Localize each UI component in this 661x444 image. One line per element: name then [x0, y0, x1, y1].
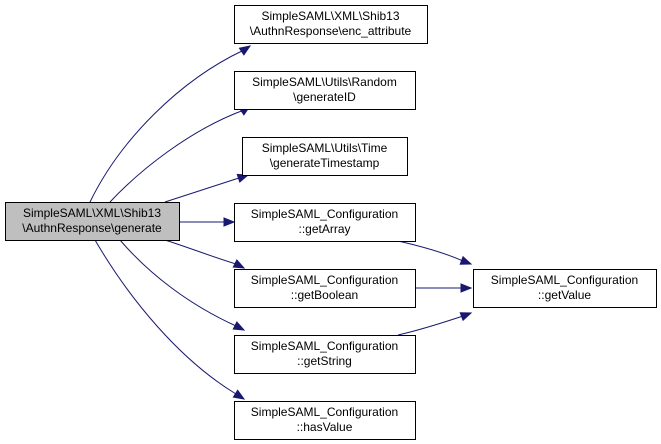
node-box-generate — [5, 202, 180, 241]
edge-generate-to-enc_attribute — [89, 49, 245, 203]
node-generate[interactable]: SimpleSAML\XML\Shib13\AuthnResponse\gene… — [5, 202, 180, 241]
arrowhead-generate-to-hasValue — [232, 389, 246, 400]
edge-generate-to-generateID — [109, 109, 245, 203]
node-generateTimestamp[interactable]: SimpleSAML\Utils\Time\generateTimestamp — [242, 137, 408, 176]
node-label-enc_attribute-line-2: \AuthnResponse\enc_attribute — [250, 24, 412, 38]
edges-layer — [89, 45, 473, 400]
node-label-getValue-line-2: ::getValue — [538, 288, 591, 302]
edge-getArray-to-getValue — [397, 240, 464, 262]
node-getBoolean[interactable]: SimpleSAML_Configuration::getBoolean — [234, 269, 416, 308]
node-box-generateID — [234, 71, 416, 110]
node-label-generateTimestamp-line-2: \generateTimestamp — [270, 156, 380, 170]
node-label-getArray-line-2: ::getArray — [298, 222, 350, 236]
node-getString[interactable]: SimpleSAML_Configuration::getString — [234, 335, 416, 374]
node-label-getValue-line-1: SimpleSAML_Configuration — [491, 273, 638, 287]
arrowhead-getArray-to-getValue — [459, 255, 473, 265]
arrowhead-getString-to-getValue — [459, 312, 473, 322]
node-hasValue[interactable]: SimpleSAML_Configuration::hasValue — [234, 401, 416, 440]
node-getValue[interactable]: SimpleSAML_Configuration::getValue — [473, 269, 657, 308]
node-label-generateID-line-2: \generateID — [293, 90, 356, 104]
node-label-getBoolean-line-1: SimpleSAML_Configuration — [251, 273, 398, 287]
arrowhead-generate-to-getArray — [223, 217, 236, 227]
node-generateID[interactable]: SimpleSAML\Utils\Random\generateID — [234, 71, 416, 110]
node-box-enc_attribute — [234, 5, 428, 44]
node-getArray[interactable]: SimpleSAML_Configuration::getArray — [234, 203, 416, 242]
edge-generate-to-getString — [119, 239, 237, 327]
node-label-getBoolean-line-2: ::getBoolean — [291, 288, 358, 302]
node-box-getBoolean — [234, 269, 416, 308]
node-label-getString-line-2: ::getString — [297, 354, 352, 368]
node-label-getArray-line-1: SimpleSAML_Configuration — [251, 207, 398, 221]
node-label-generate-line-1: SimpleSAML\XML\Shib13 — [23, 206, 161, 220]
arrowhead-generate-to-getString — [232, 321, 246, 331]
node-label-hasValue-line-2: ::hasValue — [297, 420, 353, 434]
node-box-hasValue — [234, 401, 416, 440]
node-label-generateID-line-1: SimpleSAML\Utils\Random — [252, 75, 397, 89]
nodes-layer: SimpleSAML\XML\Shib13\AuthnResponse\gene… — [5, 5, 657, 440]
edge-getString-to-getValue — [397, 315, 464, 336]
edge-generate-to-getBoolean — [164, 239, 237, 265]
node-label-enc_attribute-line-1: SimpleSAML\XML\Shib13 — [261, 9, 399, 23]
node-box-getString — [234, 335, 416, 374]
node-box-generateTimestamp — [242, 137, 408, 176]
node-label-generate-line-2: \AuthnResponse\generate — [22, 221, 162, 235]
node-enc_attribute[interactable]: SimpleSAML\XML\Shib13\AuthnResponse\enc_… — [234, 5, 428, 44]
node-box-getArray — [234, 203, 416, 242]
node-box-getValue — [473, 269, 657, 308]
edge-generate-to-hasValue — [94, 239, 237, 395]
node-label-hasValue-line-1: SimpleSAML_Configuration — [251, 405, 398, 419]
arrowhead-generate-to-getBoolean — [232, 259, 246, 269]
arrowhead-generate-to-enc_attribute — [238, 45, 252, 56]
edge-generate-to-generateTimestamp — [164, 176, 243, 203]
node-label-generateTimestamp-line-1: SimpleSAML\Utils\Time — [262, 141, 388, 155]
node-label-getString-line-1: SimpleSAML_Configuration — [251, 339, 398, 353]
arrowhead-getBoolean-to-getValue — [460, 283, 473, 293]
